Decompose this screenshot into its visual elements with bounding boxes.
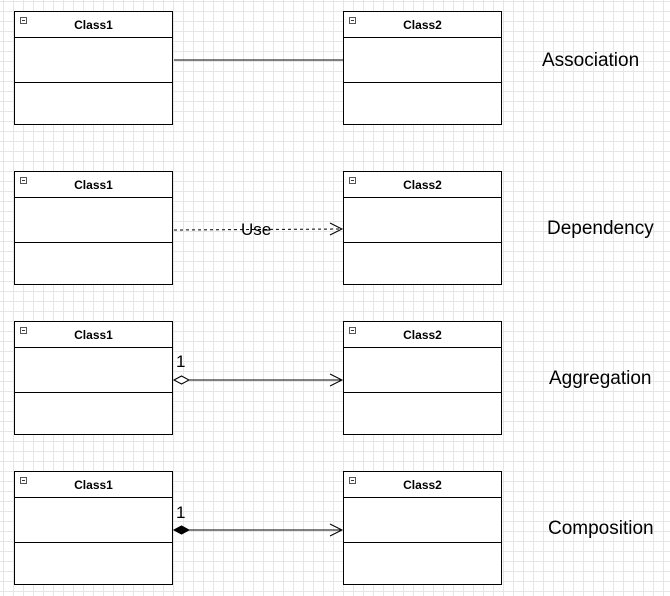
class-name: Class2: [403, 178, 442, 192]
attributes-section[interactable]: [344, 38, 501, 83]
class-box-class1[interactable]: Class1: [14, 471, 173, 585]
class-name: Class2: [403, 18, 442, 32]
attributes-section[interactable]: [344, 498, 501, 543]
class-name: Class1: [74, 18, 113, 32]
class-box-class1[interactable]: Class1: [14, 11, 173, 125]
filled-diamond-icon: [172, 525, 191, 535]
dependency-connector[interactable]: [173, 222, 344, 236]
hollow-diamond-icon: [172, 375, 191, 385]
composition-arrowhead: [329, 523, 344, 537]
methods-section[interactable]: [15, 243, 172, 285]
dependency-arrowhead: [329, 222, 344, 236]
methods-section[interactable]: [344, 543, 501, 585]
methods-section[interactable]: [15, 83, 172, 125]
collapse-icon[interactable]: [20, 17, 27, 24]
methods-section[interactable]: [344, 83, 501, 125]
composition-connector[interactable]: [172, 523, 344, 537]
dependency-stereotype-label[interactable]: Use: [241, 220, 272, 239]
collapse-icon[interactable]: [349, 17, 356, 24]
attributes-section[interactable]: [15, 198, 172, 243]
methods-section[interactable]: [15, 543, 172, 585]
composition-label: Composition: [548, 518, 654, 539]
class-name: Class1: [74, 478, 113, 492]
class-name: Class1: [74, 328, 113, 342]
methods-section[interactable]: [344, 243, 501, 285]
attributes-section[interactable]: [15, 38, 172, 83]
methods-section[interactable]: [344, 393, 501, 435]
association-label: Association: [542, 50, 640, 71]
class-header[interactable]: Class1: [15, 12, 172, 38]
class-box-class1[interactable]: Class1: [14, 321, 173, 435]
attributes-section[interactable]: [344, 198, 501, 243]
class-header[interactable]: Class2: [344, 172, 501, 198]
collapse-icon[interactable]: [20, 327, 27, 334]
methods-section[interactable]: [15, 393, 172, 435]
collapse-icon[interactable]: [349, 177, 356, 184]
collapse-icon[interactable]: [349, 477, 356, 484]
aggregation-arrowhead: [329, 373, 344, 387]
class-header[interactable]: Class1: [15, 472, 172, 498]
class-header[interactable]: Class2: [344, 12, 501, 38]
dependency-line[interactable]: [173, 228, 343, 231]
class-box-class2[interactable]: Class2: [343, 11, 502, 125]
composition-multiplicity[interactable]: 1: [176, 503, 186, 522]
dependency-label: Dependency: [547, 218, 654, 239]
class-box-class2[interactable]: Class2: [343, 321, 502, 435]
collapse-icon[interactable]: [20, 477, 27, 484]
class-name: Class2: [403, 478, 442, 492]
aggregation-multiplicity[interactable]: 1: [176, 352, 186, 371]
class-name: Class2: [403, 328, 442, 342]
class-header[interactable]: Class2: [344, 322, 501, 348]
class-box-class1[interactable]: Class1: [14, 171, 173, 285]
collapse-icon[interactable]: [20, 177, 27, 184]
class-header[interactable]: Class2: [344, 472, 501, 498]
class-header[interactable]: Class1: [15, 322, 172, 348]
attributes-section[interactable]: [15, 498, 172, 543]
aggregation-label: Aggregation: [549, 368, 652, 389]
collapse-icon[interactable]: [349, 327, 356, 334]
class-header[interactable]: Class1: [15, 172, 172, 198]
attributes-section[interactable]: [15, 348, 172, 393]
class-box-class2[interactable]: Class2: [343, 471, 502, 585]
class-name: Class1: [74, 178, 113, 192]
attributes-section[interactable]: [344, 348, 501, 393]
aggregation-connector[interactable]: [172, 373, 344, 387]
class-box-class2[interactable]: Class2: [343, 171, 502, 285]
